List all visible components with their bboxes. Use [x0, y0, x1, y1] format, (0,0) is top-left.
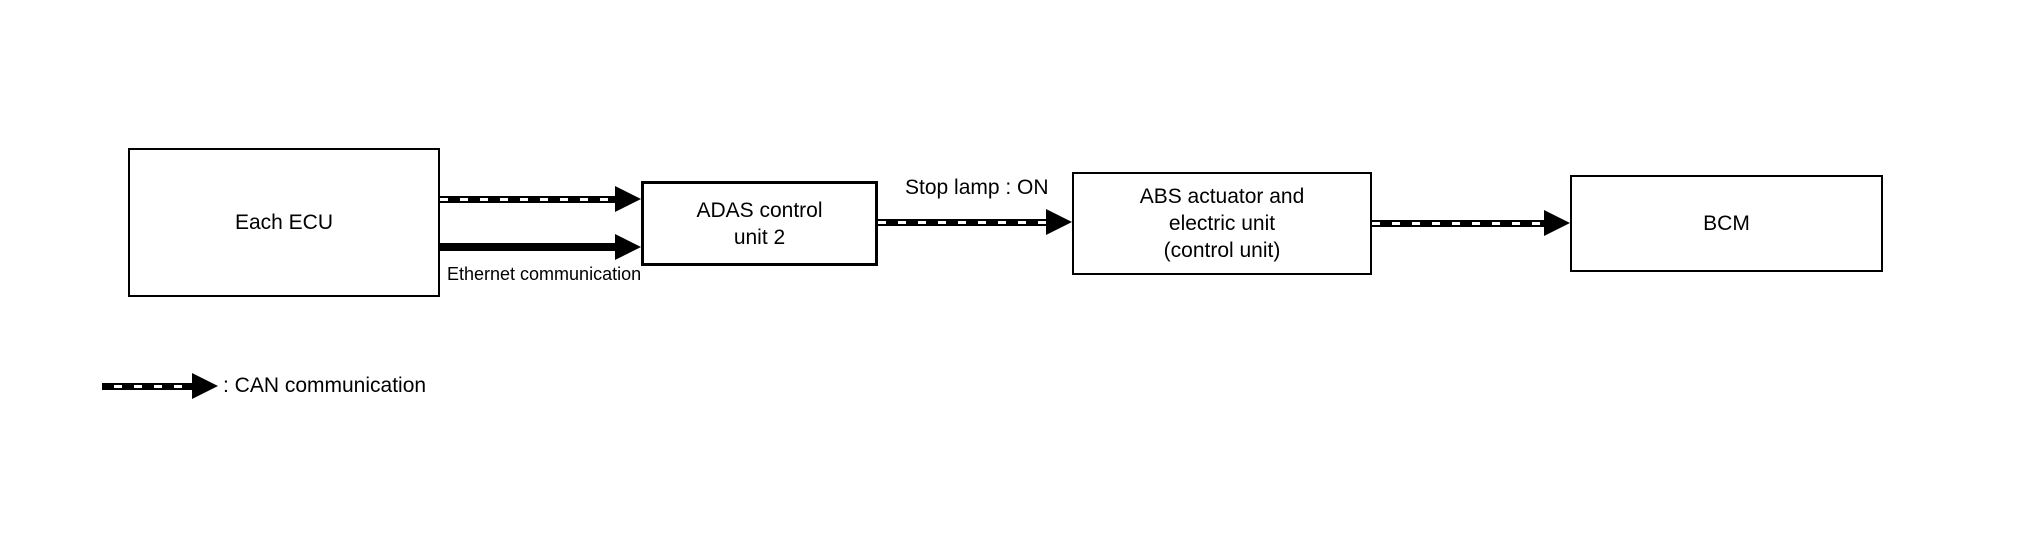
node-bcm: BCM — [1570, 175, 1883, 272]
node-abs-label-line-2: electric unit — [1168, 212, 1276, 235]
arrow-head-icon — [615, 186, 641, 212]
node-bcm-label: BCM — [1703, 212, 1750, 235]
stop-lamp-on-label: Stop lamp : ON — [905, 176, 1049, 199]
ethernet-arrow-each-ecu-to-adas — [440, 234, 641, 260]
can-dashed-bar — [440, 195, 615, 203]
node-abs-label-line-3: (control unit) — [1163, 239, 1281, 262]
arrow-head-icon — [192, 373, 218, 399]
node-abs-label-line-1: ABS actuator and — [1139, 185, 1305, 208]
arrow-head-icon — [615, 234, 641, 260]
node-each-ecu-label: Each ECU — [234, 211, 334, 234]
ethernet-communication-label: Ethernet communication — [447, 264, 642, 284]
node-adas-control-unit-2: ADAS control unit 2 — [641, 181, 878, 266]
ethernet-solid-bar — [440, 243, 615, 251]
can-arrow-adas-to-abs — [878, 209, 1072, 235]
arrow-head-icon — [1544, 210, 1570, 236]
can-dashed-bar — [102, 382, 192, 390]
node-adas-label-line-1: ADAS control — [696, 198, 823, 222]
can-arrow-each-ecu-to-adas — [440, 186, 641, 212]
node-adas-label-line-2: unit 2 — [733, 225, 786, 249]
legend-can-arrow-icon — [102, 373, 218, 399]
legend: : CAN communication — [102, 373, 426, 399]
can-dashed-bar — [1372, 219, 1544, 227]
can-arrow-abs-to-bcm — [1372, 210, 1570, 236]
arrow-head-icon — [1046, 209, 1072, 235]
node-each-ecu: Each ECU — [128, 148, 440, 297]
can-dashed-bar — [878, 218, 1046, 226]
legend-label: : CAN communication — [223, 374, 427, 397]
node-abs-actuator: ABS actuator and electric unit (control … — [1072, 172, 1372, 275]
